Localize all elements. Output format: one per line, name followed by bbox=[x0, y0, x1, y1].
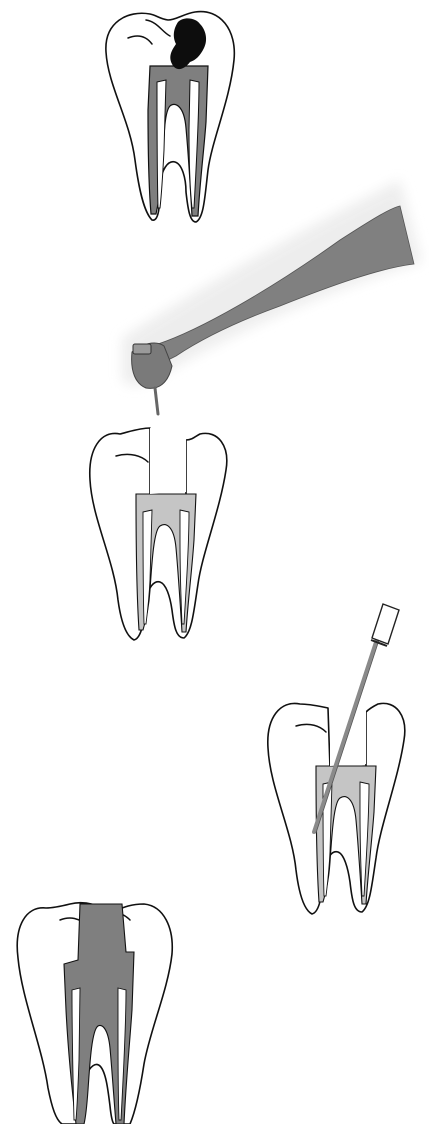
drill-bit bbox=[155, 388, 158, 414]
step-2-drilled-tooth bbox=[90, 428, 227, 640]
endodontic-file-handle bbox=[372, 604, 399, 644]
handpiece-body bbox=[158, 206, 414, 362]
step-4-filled-tooth bbox=[17, 903, 172, 1124]
chamber-light-inner-left bbox=[143, 510, 152, 624]
pulp-inner-left bbox=[157, 80, 166, 208]
handpiece-head-cap bbox=[133, 344, 151, 354]
step-1-decayed-tooth bbox=[106, 12, 234, 222]
tooth-1-outline bbox=[106, 12, 234, 222]
dental-handpiece bbox=[122, 180, 422, 414]
step-3-canal-cleaning bbox=[268, 604, 405, 914]
access-opening bbox=[150, 428, 186, 494]
